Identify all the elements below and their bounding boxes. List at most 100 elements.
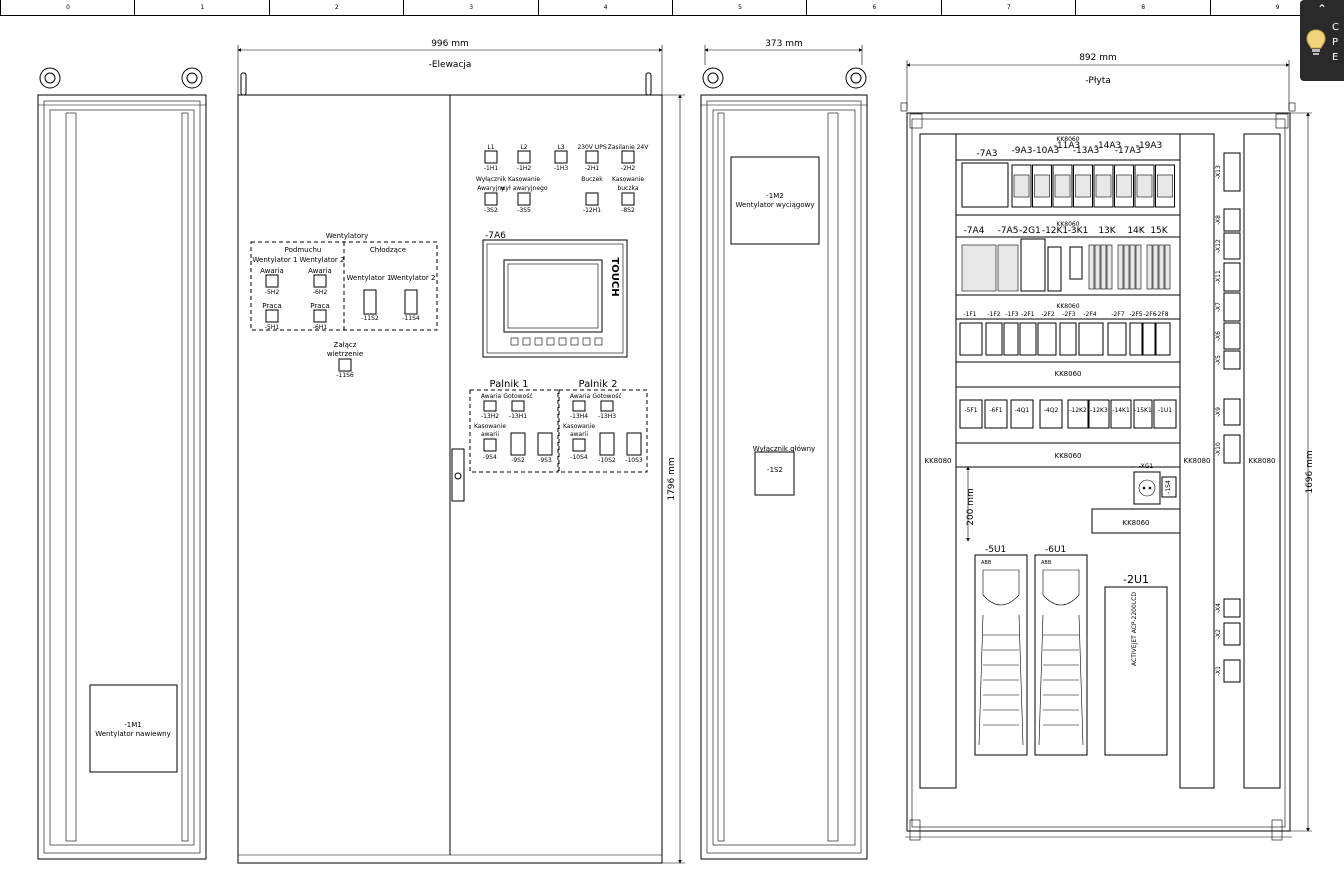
burner-fault-label: Awaria (570, 393, 591, 400)
terminal-code: -X9 (1215, 407, 1222, 417)
module-code: -17A3 (1115, 146, 1142, 156)
device-code: -15K1 (1134, 407, 1152, 414)
burner-button (599, 432, 615, 456)
breaker-code: -2F4 (1083, 311, 1096, 318)
fan2-run-label: Praca (310, 302, 329, 310)
relay-bank (1123, 244, 1130, 290)
pushbutton (585, 192, 599, 206)
terminal-code: -X4 (1215, 603, 1222, 613)
burner-lamp-code: -13H1 (509, 413, 527, 420)
device-code: -4Q1 (1015, 407, 1030, 414)
terminal-block (1223, 208, 1241, 232)
drive-code: -6U1 (1045, 545, 1066, 555)
duct-right: KK8080 (1249, 457, 1276, 465)
device (1039, 399, 1063, 429)
terminal-code: -X7 (1215, 302, 1222, 312)
psu-2g1 (1020, 238, 1046, 292)
breaker-code: -2F2 (1041, 311, 1054, 318)
burner-lamp-code: -13H3 (598, 413, 616, 420)
lamp (585, 150, 599, 164)
drive-edge (978, 614, 984, 746)
duct-mid: KK8080 (1184, 457, 1211, 465)
height-front: 1796 mm (667, 457, 677, 500)
relay-bank (1129, 244, 1136, 290)
right-side-view: 373 mm -1M2 Wentylator wyciągowy Wyłączn… (700, 39, 868, 860)
breaker (1142, 322, 1156, 356)
fan-1m2-label: Wentylator wyciągowy (735, 201, 814, 209)
device-code: -1U1 (1158, 407, 1172, 414)
gap-dimension: 200 mm (966, 488, 976, 526)
relay-face (1013, 174, 1030, 198)
burner-fault-label: Awaria (481, 393, 502, 400)
hmi-key (570, 337, 579, 346)
airing-label-2: wietrzenie (327, 350, 363, 358)
height-plate: 1696 mm (1305, 450, 1315, 493)
burner-button (626, 432, 642, 456)
device-code: -14K1 (1112, 407, 1130, 414)
ruler-col-8: 8 (1075, 0, 1210, 15)
plate-view-label: -Płyta (1085, 76, 1111, 86)
burner-button-code: -9S3 (538, 457, 552, 464)
lamp-label: L2 (520, 144, 527, 151)
hmi-key (558, 337, 567, 346)
button-code: -8S2 (621, 207, 635, 214)
breaker (1019, 322, 1037, 356)
relay-module (1134, 164, 1155, 208)
burner-lamp-code: -13H4 (570, 413, 588, 420)
main-switch-code: -1S2 (767, 466, 783, 474)
left-side-view: -1M1 Wentylator nawiewny (37, 67, 207, 860)
lamp-code: -1H2 (517, 165, 531, 172)
burner-ready-label: Gotowość (592, 393, 621, 400)
chevron-up-icon[interactable]: ⌃ (1316, 2, 1328, 16)
relay-face (1095, 174, 1112, 198)
module-code: 15K (1150, 226, 1168, 236)
pushbutton (484, 192, 498, 206)
burner-button (510, 432, 526, 456)
drive-edge (1018, 614, 1024, 746)
drive-edge (1078, 614, 1084, 746)
width-side: 373 mm (765, 39, 803, 49)
burner-button (572, 438, 586, 452)
drive-edge (1038, 614, 1044, 746)
airing-code: -11S6 (336, 372, 354, 379)
fans-g2-fan2: Wentylator 2 (391, 274, 436, 282)
duct-h3: KK8060 (1056, 303, 1079, 310)
ups-label: ACTIVEJET ACP-2200LCD (1131, 592, 1138, 666)
terminal-code: -X1 (1215, 666, 1222, 676)
breaker (1155, 322, 1171, 356)
hint-popup[interactable]: ⌃ C P E (1300, 0, 1344, 81)
module-7a5 (997, 244, 1019, 292)
fans-g2-fan1: Wentylator 1 (347, 274, 392, 282)
terminal-block (1223, 152, 1241, 192)
breaker-code: -2F5 (1129, 311, 1142, 318)
button-label: wył awaryjnego (501, 185, 548, 192)
ruler-col-6: 6 (806, 0, 941, 15)
button-label: Wyłącznik (476, 176, 507, 183)
relay-bank (1158, 244, 1165, 290)
breaker (1037, 322, 1057, 356)
relay-bank (1100, 244, 1107, 290)
drive-panel (982, 569, 1020, 606)
relay-12k1 (1047, 246, 1062, 292)
button-code: -3S5 (517, 207, 531, 214)
terminal-code: -X11 (1215, 270, 1222, 284)
socket-switch-code: -1S4 (1165, 480, 1172, 494)
ruler-col-3: 3 (403, 0, 538, 15)
drive-panel (1042, 569, 1080, 606)
device (1133, 399, 1153, 429)
duct-h4: KK8060 (1055, 370, 1082, 378)
lightbulb-icon (1306, 29, 1326, 55)
terminal-code: -X5 (1215, 355, 1222, 365)
breaker-code: -1F1 (963, 311, 976, 318)
device-code: -12K2 (1069, 407, 1087, 414)
main-switch-label: Wyłącznik główny (753, 445, 815, 453)
device (1110, 399, 1132, 429)
relay-module (1093, 164, 1114, 208)
relay-bank (1106, 244, 1113, 290)
device (959, 399, 983, 429)
front-view-label: -Elewacja (429, 60, 472, 70)
terminal-block (1223, 322, 1241, 350)
hmi-key (534, 337, 543, 346)
button-label: Awaryjny (477, 185, 505, 192)
